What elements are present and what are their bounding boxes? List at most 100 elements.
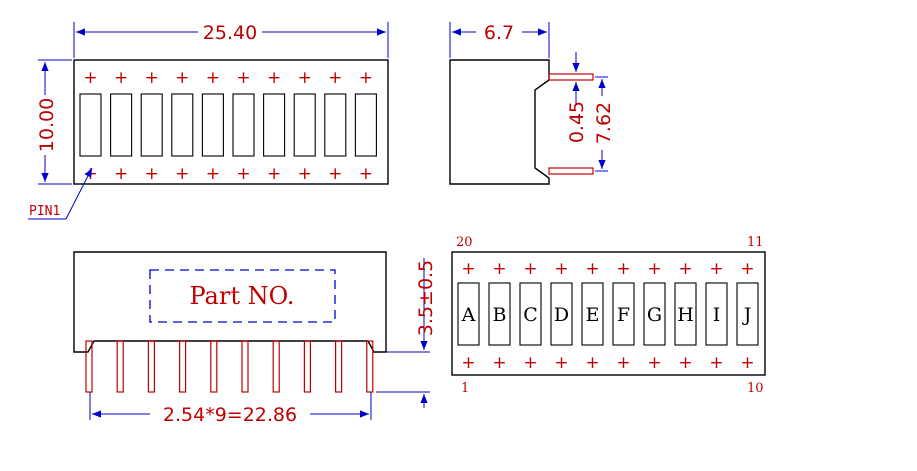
pinout-pin-marker: +	[492, 353, 506, 373]
top-segment-D	[171, 93, 194, 157]
pinout-segment-B	[488, 282, 511, 346]
pinout-pin-marker: +	[554, 259, 568, 279]
front-pin	[303, 340, 311, 393]
top-view-segments	[79, 93, 377, 157]
top-pin-marker: +	[206, 164, 220, 184]
pinout-segment-D	[550, 282, 573, 346]
front-view: Part NO. 2.54*9=22.86 3.5±0.5	[73, 251, 437, 426]
width-dimension-label: 25.40	[203, 22, 257, 44]
segment-letter-C: C	[523, 304, 538, 326]
side-view-pin-lower	[548, 167, 594, 175]
pinout-view-pin-markers-lower: + + + + + + + + + +	[461, 353, 754, 373]
segment-letter-B: B	[493, 304, 507, 326]
pinout-view-pin-markers-upper: ++++++++++	[461, 259, 754, 279]
top-pin-marker: +	[298, 68, 312, 88]
pinout-pin-marker: +	[523, 353, 537, 373]
top-segment-B	[110, 93, 133, 157]
front-pin	[210, 340, 218, 393]
top-segment-G	[263, 93, 286, 157]
segment-letter-H: H	[677, 304, 694, 326]
front-pin	[179, 340, 187, 393]
row-spacing-label: 7.62	[593, 102, 615, 144]
top-pin-marker: +	[236, 68, 250, 88]
pinout-segment-J	[736, 282, 759, 346]
pinout-segment-H	[674, 282, 697, 346]
pin-number-bottom-right: 10	[747, 381, 764, 396]
pinout-pin-marker: +	[647, 259, 661, 279]
top-pin-marker: +	[145, 68, 159, 88]
top-pin-marker: +	[114, 164, 128, 184]
top-pin-marker: +	[267, 68, 281, 88]
pin-number-top-left: 20	[456, 235, 473, 250]
pinout-view-body	[451, 251, 766, 376]
pinout-pin-marker: +	[709, 259, 723, 279]
pinout-pin-marker: +	[647, 353, 661, 373]
pinout-segment-G	[643, 282, 666, 346]
pinout-pin-marker: +	[585, 353, 599, 373]
pin1-label: PIN1	[29, 204, 60, 219]
part-number-label: Part NO.	[189, 282, 294, 310]
top-pin-marker: +	[236, 164, 250, 184]
pinout-pin-marker: +	[492, 259, 506, 279]
pinout-pin-marker: +	[461, 259, 475, 279]
top-pin-marker: +	[359, 164, 373, 184]
pinout-pin-marker: +	[740, 259, 754, 279]
part-number-box	[149, 269, 336, 323]
pitch-dimension-label: 2.54*9=22.86	[163, 404, 297, 426]
pinout-pin-marker: +	[740, 353, 754, 373]
top-pin-marker: +	[328, 68, 342, 88]
top-segment-A	[79, 93, 102, 157]
pin-number-bottom-left: 1	[461, 381, 469, 396]
pinout-segment-C	[519, 282, 542, 346]
height-dimension-label: 10.00	[36, 98, 58, 152]
pinout-segment-A	[457, 282, 480, 346]
top-segment-C	[140, 93, 163, 157]
top-segment-E	[201, 93, 224, 157]
segment-letter-D: D	[554, 304, 569, 326]
top-pin-marker: +	[328, 164, 342, 184]
segment-letter-A: A	[461, 304, 476, 326]
segment-letter-I: I	[713, 304, 721, 326]
top-segment-I	[324, 93, 347, 157]
pinout-segment-F	[612, 282, 635, 346]
pinout-pin-marker: +	[678, 353, 692, 373]
segment-letter-E: E	[586, 304, 600, 326]
front-pin	[366, 340, 374, 393]
pin-number-top-right: 11	[747, 235, 764, 250]
top-view: ++++++++++ ++++++++++ 25.40 10.00 PIN1	[28, 22, 389, 220]
top-view-pin-markers-lower: ++++++++++	[83, 164, 373, 184]
front-pin	[85, 340, 93, 393]
segment-letter-F: F	[617, 304, 630, 326]
top-pin-marker: +	[359, 68, 373, 88]
top-pin-marker: +	[83, 68, 97, 88]
top-pin-marker: +	[145, 164, 159, 184]
depth-dimension-label: 6.7	[484, 22, 514, 44]
pinout-pin-marker: +	[461, 353, 475, 373]
segment-letter-J: J	[742, 304, 752, 326]
top-pin-marker: +	[298, 164, 312, 184]
pinout-pin-marker: +	[616, 353, 630, 373]
standoff-dimension-label: 3.5±0.5	[415, 260, 437, 336]
pinout-pin-marker: +	[709, 353, 723, 373]
front-pin	[272, 340, 280, 393]
side-view-body	[449, 59, 550, 185]
side-view-pin-upper	[548, 73, 594, 81]
front-pin	[147, 340, 155, 393]
pinout-segment-I	[705, 282, 728, 346]
pin1-leader	[65, 167, 93, 220]
front-pin	[335, 340, 343, 393]
front-view-pins	[85, 340, 374, 393]
side-view: 6.7 0.45 7.62	[449, 22, 615, 185]
pinout-pin-marker: +	[585, 259, 599, 279]
front-pin	[241, 340, 249, 393]
top-pin-marker: +	[267, 164, 281, 184]
top-view-pin-markers-upper: ++++++++++	[83, 68, 373, 88]
pinout-segment-E	[581, 282, 604, 346]
top-segment-H	[293, 93, 316, 157]
front-pin	[116, 340, 124, 393]
pinout-pin-marker: +	[554, 353, 568, 373]
pin-thickness-label: 0.45	[566, 101, 588, 143]
segment-letter-G: G	[647, 304, 662, 326]
